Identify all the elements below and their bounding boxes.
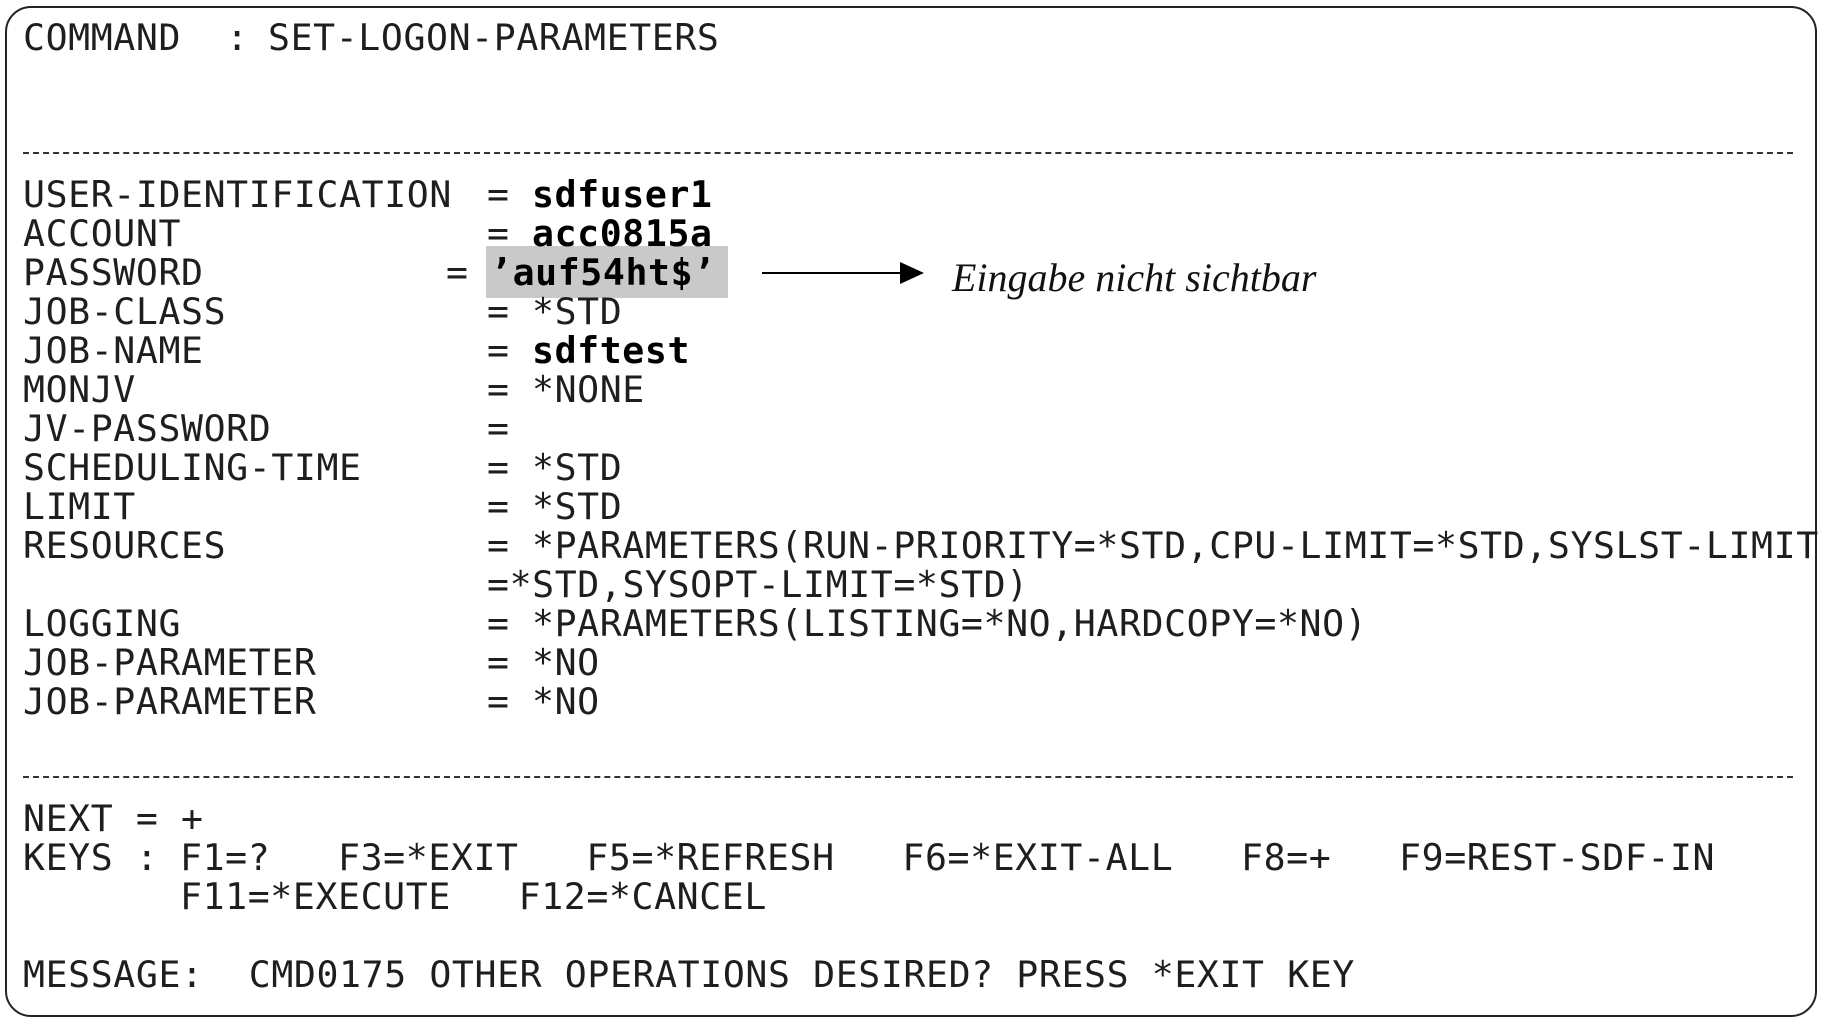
status-message: MESSAGE: CMD0175 OTHER OPERATIONS DESIRE… bbox=[23, 953, 1355, 996]
field-label-job-class: JOB-CLASS bbox=[23, 290, 227, 333]
equals-sign: = bbox=[487, 524, 510, 567]
resources-input[interactable]: *PARAMETERS(RUN-PRIORITY=*STD,CPU-LIMIT=… bbox=[532, 524, 1819, 567]
field-label-limit: LIMIT bbox=[23, 485, 136, 528]
equals-sign: = bbox=[487, 680, 510, 723]
command-label: COMMAND : bbox=[23, 16, 249, 59]
job-parameter-input[interactable]: *NO bbox=[532, 641, 600, 684]
equals-sign: = bbox=[487, 290, 510, 333]
field-label-password: PASSWORD bbox=[23, 251, 204, 294]
function-keys-line-2[interactable]: F11=*EXECUTE F12=*CANCEL bbox=[180, 875, 767, 918]
equals-sign: = bbox=[487, 212, 510, 255]
command-name: SET-LOGON-PARAMETERS bbox=[268, 16, 720, 59]
keys-label: KEYS : bbox=[23, 836, 159, 879]
equals-sign: = bbox=[487, 173, 510, 216]
equals-sign: = bbox=[487, 446, 510, 489]
field-label-scheduling-time: SCHEDULING-TIME bbox=[23, 446, 362, 489]
account-input[interactable]: acc0815a bbox=[532, 212, 713, 255]
resources-input-continuation[interactable]: =*STD,SYSOPT-LIMIT=*STD) bbox=[487, 563, 1029, 606]
equals-sign: = bbox=[487, 485, 510, 528]
equals-sign: = bbox=[487, 602, 510, 645]
field-label-job-name: JOB-NAME bbox=[23, 329, 204, 372]
field-label-user-identification: USER-IDENTIFICATION bbox=[23, 173, 452, 216]
top-divider bbox=[23, 152, 1793, 154]
password-highlight bbox=[486, 246, 728, 298]
password-input[interactable]: ’auf54ht$’ bbox=[490, 251, 716, 294]
field-label-job-parameter: JOB-PARAMETER bbox=[23, 680, 317, 723]
next-input[interactable]: NEXT = + bbox=[23, 797, 204, 840]
monjv-input[interactable]: *NONE bbox=[532, 368, 645, 411]
field-label-logging: LOGGING bbox=[23, 602, 182, 645]
limit-input[interactable]: *STD bbox=[532, 485, 623, 528]
job-class-input[interactable]: *STD bbox=[532, 290, 623, 333]
logging-input[interactable]: *PARAMETERS(LISTING=*NO,HARDCOPY=*NO) bbox=[532, 602, 1368, 645]
terminal-screen bbox=[5, 6, 1817, 1017]
scheduling-time-input[interactable]: *STD bbox=[532, 446, 623, 489]
equals-sign: = bbox=[487, 641, 510, 684]
equals-sign: = bbox=[446, 251, 469, 294]
user-identification-input[interactable]: sdfuser1 bbox=[532, 173, 713, 216]
field-label-monjv: MONJV bbox=[23, 368, 136, 411]
equals-sign: = bbox=[487, 368, 510, 411]
job-name-input[interactable]: sdftest bbox=[532, 329, 691, 372]
field-label-account: ACCOUNT bbox=[23, 212, 182, 255]
field-label-job-parameter: JOB-PARAMETER bbox=[23, 641, 317, 684]
job-parameter-input[interactable]: *NO bbox=[532, 680, 600, 723]
equals-sign: = bbox=[487, 407, 510, 450]
bottom-divider bbox=[23, 776, 1793, 778]
arrow-line bbox=[762, 272, 902, 274]
field-label-resources: RESOURCES bbox=[23, 524, 227, 567]
password-annotation: Eingabe nicht sichtbar bbox=[952, 255, 1317, 300]
function-keys-line-1[interactable]: F1=? F3=*EXIT F5=*REFRESH F6=*EXIT-ALL F… bbox=[180, 836, 1716, 879]
equals-sign: = bbox=[487, 329, 510, 372]
arrow-head-icon bbox=[900, 262, 924, 284]
field-label-jv-password: JV-PASSWORD bbox=[23, 407, 272, 450]
